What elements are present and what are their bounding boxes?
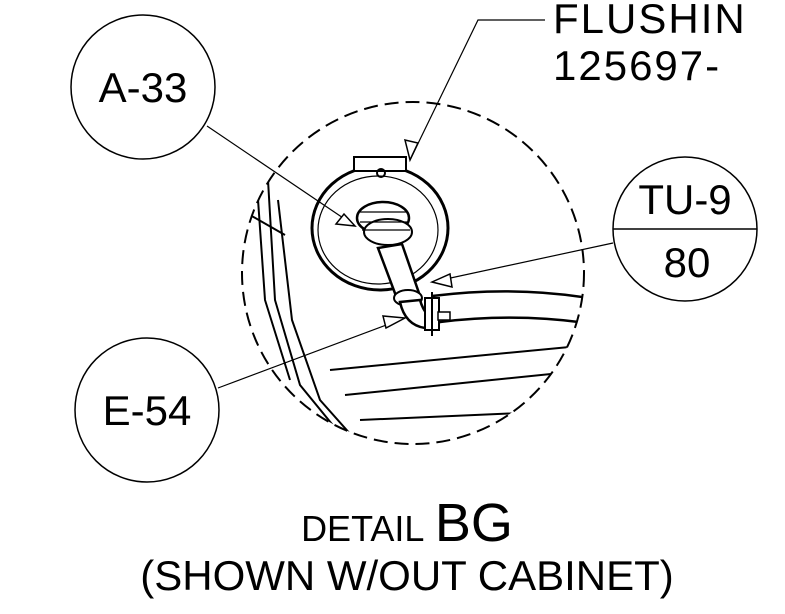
flange-bolt-hole [376, 168, 386, 178]
flushing-label-line1: FLUSHIN [553, 0, 747, 42]
flange-bracket [353, 156, 407, 172]
a33-arrowhead [334, 212, 357, 227]
e54-arrowhead [382, 315, 408, 330]
detail-parts [249, 156, 584, 444]
a33-leader [206, 125, 356, 227]
clamp-tab [437, 311, 451, 321]
e54-label: E-54 [103, 387, 192, 434]
flushing-callout [403, 19, 545, 163]
detail-title-prefix: DETAIL [301, 508, 424, 549]
rail-bottom [359, 409, 584, 421]
rail-upper [329, 344, 584, 371]
hose-top [431, 290, 584, 302]
cabinet-panel [277, 199, 361, 444]
flushing-leader [409, 19, 545, 161]
cabinet-edge-inner [267, 179, 346, 441]
detail-boundary-circle [241, 101, 585, 445]
cabinet-top-line [249, 214, 286, 236]
detail-note: (SHOWN W/OUT CABINET) [140, 552, 674, 599]
fitting-collar [363, 218, 413, 246]
e54-balloon [74, 337, 220, 483]
a33-label: A-33 [99, 64, 188, 111]
e54-leader [217, 317, 406, 389]
detail-title-id: BG [435, 493, 513, 553]
flushing-arrowhead [403, 138, 420, 163]
tu-label-top: TU-9 [638, 176, 731, 223]
cabinet-edge-outer [256, 184, 291, 381]
tu-label-bottom: 80 [664, 239, 711, 286]
fitting-threads [360, 211, 410, 231]
tu-leader [431, 242, 614, 283]
rail-lower [344, 369, 584, 396]
tu-arrowhead [429, 272, 453, 289]
a33-balloon [70, 14, 216, 160]
flushing-label-line2: 125697- [553, 42, 721, 89]
detail-title: DETAIL BG [301, 493, 513, 553]
drain-tube [376, 242, 422, 298]
